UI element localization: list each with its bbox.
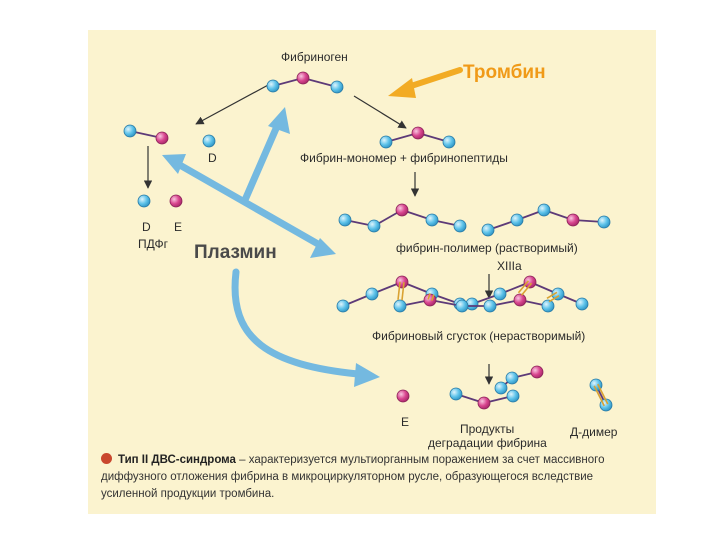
- domain-d-node: [338, 213, 352, 227]
- plasmin-arrowhead-right: [310, 238, 336, 258]
- label-plasmin: Плазмин: [194, 242, 277, 263]
- domain-d-node: [505, 371, 519, 385]
- label-d-top: D: [208, 151, 217, 165]
- domain-e-node: [566, 213, 580, 227]
- plasmin-arrowhead-curve: [354, 363, 380, 387]
- domain-d-node: [365, 287, 379, 301]
- crosslink-bond: [520, 282, 533, 296]
- domain-d-node: [510, 213, 524, 227]
- plasmin-arrowhead-left: [162, 154, 186, 174]
- domain-d-node: [393, 299, 407, 313]
- domain-d-node: [449, 387, 463, 401]
- arrow-fibrinogen-to-fragments: [195, 83, 271, 125]
- label-pdf: ПДФг: [138, 237, 169, 251]
- label-monomer: Фибрин-мономер + фибринопептиды: [300, 151, 508, 165]
- label-products-line2: деградации фибрина: [428, 436, 547, 450]
- domain-d-node: [442, 135, 456, 149]
- domain-d-node: [137, 194, 151, 208]
- label-factor: XIIIa: [497, 259, 522, 273]
- domain-d-node: [483, 299, 497, 313]
- domain-d-node: [541, 299, 555, 313]
- crosslink-bond: [431, 294, 435, 301]
- diagram-panel: [88, 30, 656, 514]
- footnote: Тип II ДВС-синдрома – характеризуется му…: [101, 452, 621, 503]
- crosslink-bond: [593, 385, 605, 407]
- thrombin-arrow-shaft: [402, 67, 463, 91]
- domain-e-node: [523, 275, 537, 289]
- domain-d-node: [493, 287, 507, 301]
- domain-d-node: [330, 80, 344, 94]
- domain-e-node: [155, 131, 169, 145]
- footnote-text: – характеризуется мультиорганным поражен…: [101, 454, 605, 500]
- domain-e-node: [513, 293, 527, 307]
- domain-d-node: [379, 135, 393, 149]
- domain-e-node: [395, 203, 409, 217]
- footnote-highlight: Тип II ДВС-синдрома: [118, 454, 236, 466]
- label-products-line1: Продукты: [460, 422, 514, 436]
- domain-d-node: [506, 389, 520, 403]
- domain-d-node: [597, 215, 611, 229]
- crosslink-bond: [597, 383, 609, 405]
- domain-d-node: [367, 219, 381, 233]
- domain-d-node: [494, 381, 508, 395]
- crosslink-bond: [517, 280, 530, 294]
- domain-d-node: [425, 213, 439, 227]
- domain-d-node: [481, 223, 495, 237]
- domain-e-node: [396, 389, 410, 403]
- domain-e-node: [296, 71, 310, 85]
- crosslink-bond: [548, 295, 560, 303]
- domain-e-node: [169, 194, 183, 208]
- label-d-dimer: Д-димер: [570, 425, 618, 439]
- crosslink-bond: [397, 281, 401, 300]
- bullet-icon: [101, 453, 112, 464]
- domain-d-node: [453, 219, 467, 233]
- domain-e-node: [411, 126, 425, 140]
- plasmin-arrow-diagonal: [174, 160, 322, 248]
- label-e-degradation: E: [401, 415, 409, 429]
- domain-d-node: [266, 79, 280, 93]
- plasmin-arrowhead-up: [268, 107, 290, 134]
- label-fibrinogen: Фибриноген: [281, 50, 348, 64]
- plasmin-arrow-curve: [231, 268, 362, 378]
- domain-e-node: [530, 365, 544, 379]
- domain-d-node: [123, 124, 137, 138]
- label-thrombin: Тромбин: [463, 62, 546, 83]
- domain-d-node: [336, 299, 350, 313]
- domain-d-node: [551, 287, 565, 301]
- arrow-fibrinogen-to-monomer: [353, 95, 407, 129]
- plasmin-arrow-up: [241, 120, 282, 204]
- crosslink-bond: [546, 291, 558, 299]
- label-d-bottom: D: [142, 220, 151, 234]
- domain-e-node: [477, 396, 491, 410]
- crosslink-bond: [401, 282, 405, 301]
- domain-d-node: [537, 203, 551, 217]
- crosslink-bond: [427, 293, 431, 300]
- molecule-layer: [123, 71, 613, 412]
- label-polymer: фибрин-полимер (растворимый): [396, 241, 578, 255]
- label-e-bottom: E: [174, 220, 182, 234]
- domain-d-node: [455, 299, 469, 313]
- domain-d-node: [202, 134, 216, 148]
- domain-d-node: [575, 297, 589, 311]
- domain-e-node: [395, 275, 409, 289]
- thrombin-arrowhead: [388, 78, 416, 98]
- plasmin-arrows: [162, 107, 380, 387]
- label-clot: Фибриновый сгусток (нерастворимый): [372, 329, 585, 343]
